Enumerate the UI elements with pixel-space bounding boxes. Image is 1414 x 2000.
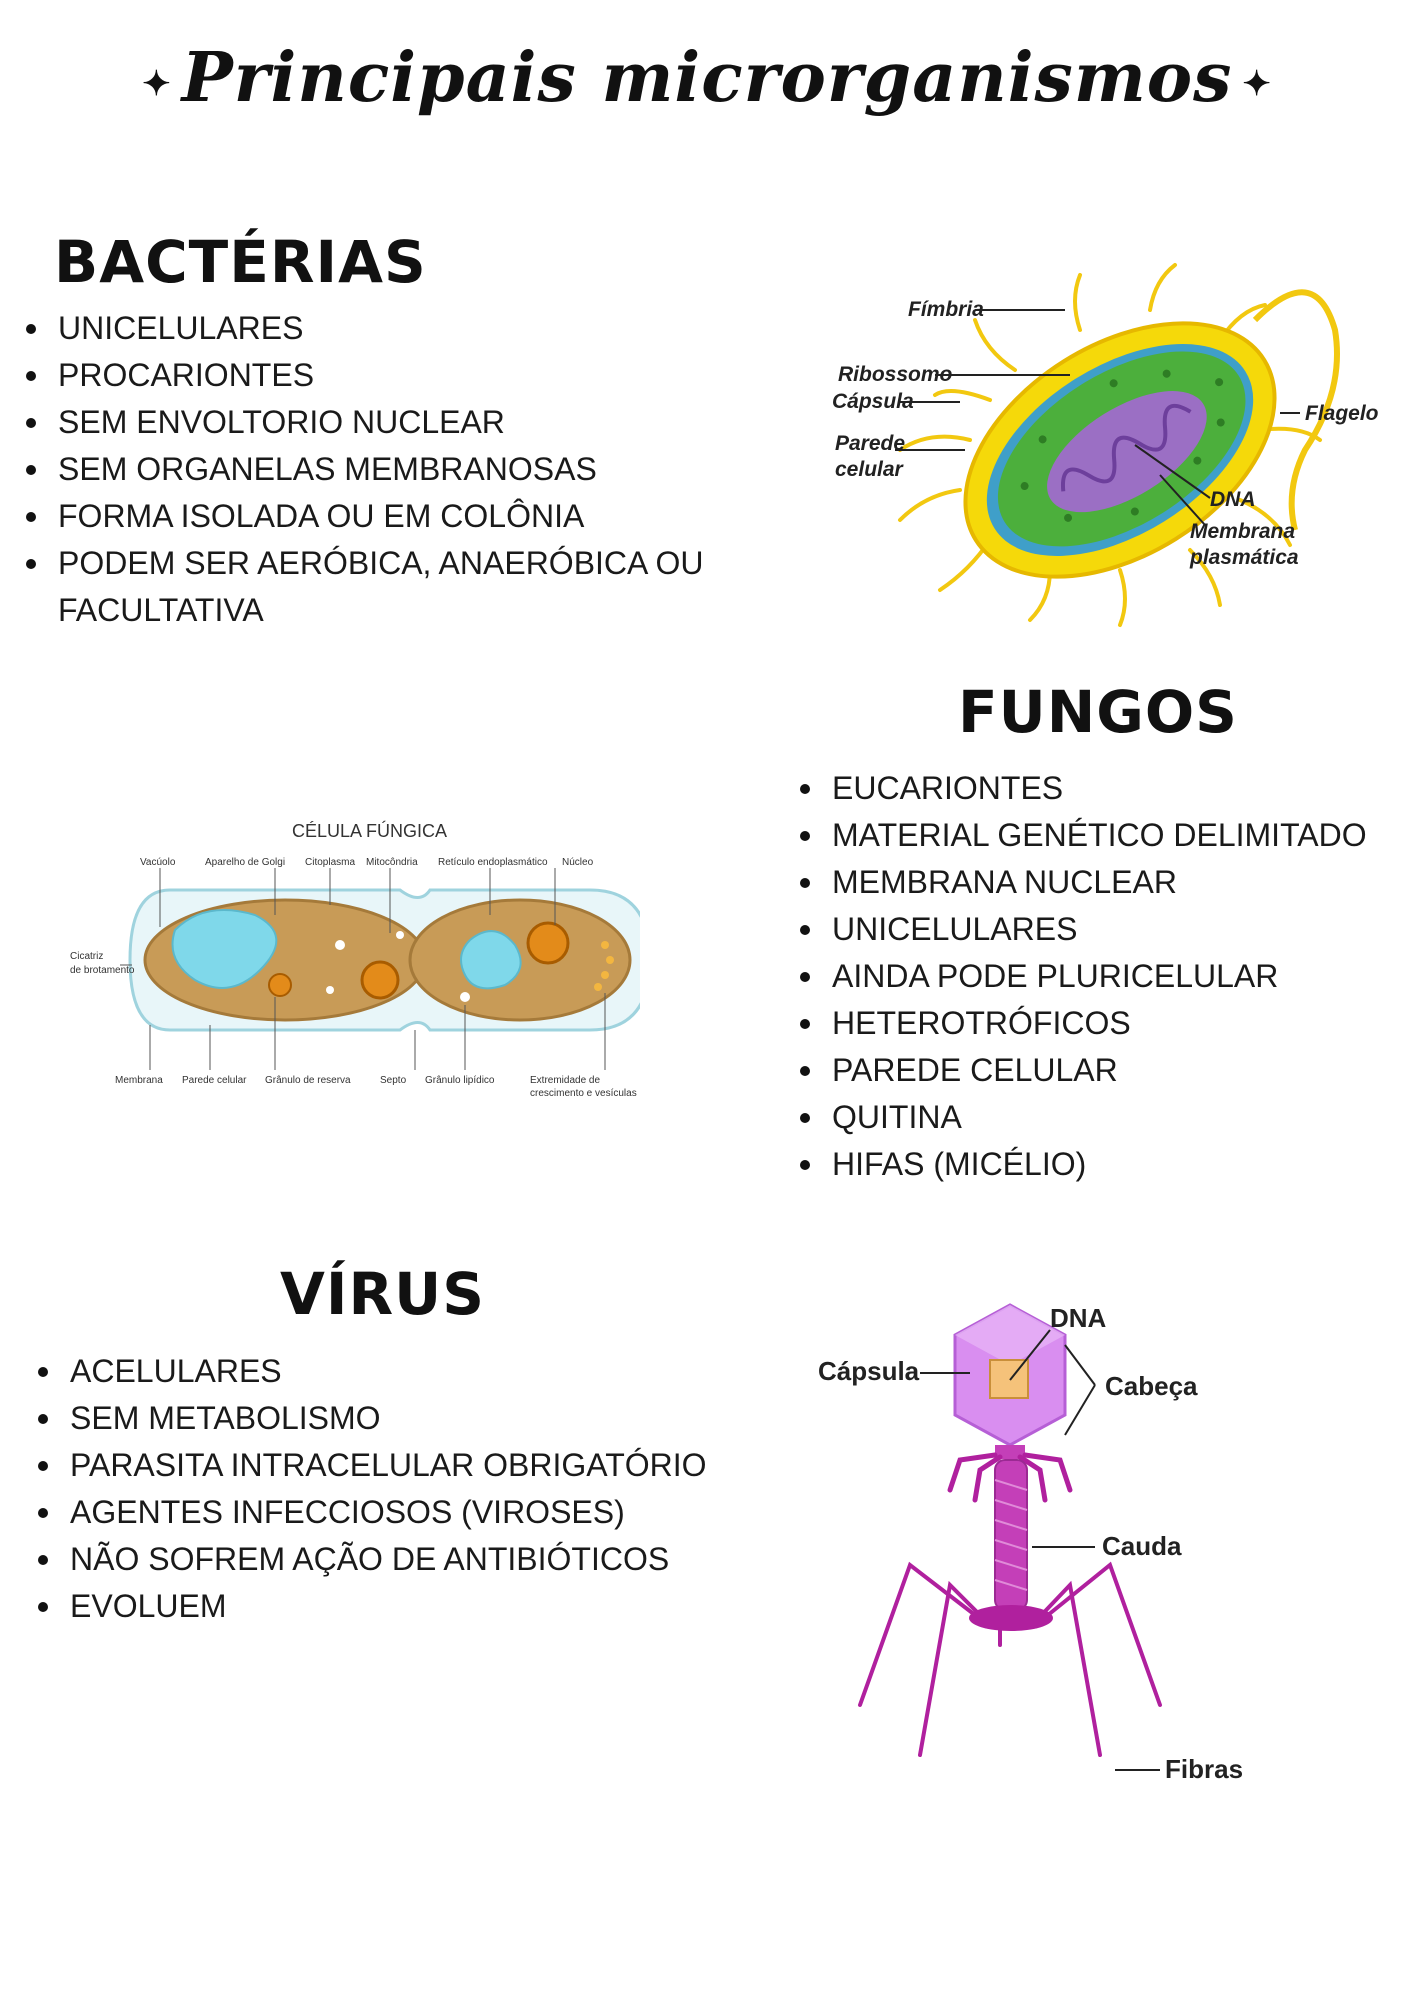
list-item: SEM METABOLISMO <box>36 1395 756 1442</box>
label-septo: Septo <box>380 1075 407 1086</box>
sparkle-icon: ✦ <box>1242 63 1272 104</box>
list-item: HIFAS (MICÉLIO) <box>798 1141 1398 1188</box>
label-ribossomo: Ribossomo <box>838 363 953 386</box>
label-cabeca: Cabeça <box>1105 1371 1198 1401</box>
label-celula-fungica: CÉLULA FÚNGICA <box>292 820 447 841</box>
fungos-list: EUCARIONTES MATERIAL GENÉTICO DELIMITADO… <box>798 765 1398 1188</box>
label-dna: DNA <box>1050 1303 1107 1333</box>
label-extremidade: Extremidade de <box>530 1075 600 1086</box>
list-item: QUITINA <box>798 1094 1398 1141</box>
virus-tail-fibers <box>858 1561 1162 1757</box>
label-citoplasma: Citoplasma <box>305 857 355 868</box>
list-item: PARASITA INTRACELULAR OBRIGATÓRIO <box>36 1442 756 1489</box>
label-membrana: Membrana <box>115 1075 163 1086</box>
virus-collar <box>995 1445 1025 1459</box>
list-item: AGENTES INFECCIOSOS (VIROSES) <box>36 1489 756 1536</box>
list-item: PAREDE CELULAR <box>798 1047 1398 1094</box>
list-item: HETEROTRÓFICOS <box>798 1000 1398 1047</box>
list-item: EVOLUEM <box>36 1583 756 1630</box>
label-brotamento: de brotamento <box>70 965 135 976</box>
fungal-cell-diagram: CÉLULA FÚNGICA Vacúolo Aparelho de Golgi… <box>70 820 640 1099</box>
sparkle-icon: ✦ <box>142 63 172 104</box>
bacteria-ribosomes <box>1020 369 1225 522</box>
fungal-vacuole <box>460 930 522 990</box>
bacteria-dna <box>1047 391 1207 513</box>
list-item: NÃO SOFREM AÇÃO DE ANTIBIÓTICOS <box>36 1536 756 1583</box>
virus-heading: VÍRUS <box>280 1260 485 1328</box>
label-reticulo: Retículo endoplasmático <box>438 857 548 868</box>
bacterias-heading: BACTÉRIAS <box>54 228 427 296</box>
list-item: MATERIAL GENÉTICO DELIMITADO <box>798 812 1398 859</box>
page-title-text: Principais microrganismos <box>181 38 1233 118</box>
virus-upper-legs <box>947 1452 1073 1503</box>
fungal-nucleus <box>526 921 570 965</box>
bacteria-diagram: Fímbria Ribossomo Cápsula Parede celular… <box>832 263 1379 627</box>
page-title: ✦Principais microrganismos✦ <box>0 38 1414 118</box>
fungal-lipid-granules <box>326 931 470 1002</box>
list-item: EUCARIONTES <box>798 765 1398 812</box>
label-granulo-lipidico: Grânulo lipídico <box>425 1075 495 1086</box>
label-parede-celular: Parede celular <box>182 1075 247 1086</box>
label-cauda: Cauda <box>1102 1531 1182 1561</box>
list-item: MEMBRANA NUCLEAR <box>798 859 1398 906</box>
label-dna: DNA <box>1210 488 1256 511</box>
fungos-heading: FUNGOS <box>958 678 1238 746</box>
label-capsula: Cápsula <box>832 390 914 413</box>
label-parede: Parede <box>835 432 905 455</box>
label-granulo-reserva: Grânulo de reserva <box>265 1075 351 1086</box>
virus-diagram: Cápsula DNA Cabeça Cauda Fibras <box>818 1303 1243 1784</box>
label-capsula: Cápsula <box>818 1356 920 1386</box>
fungal-nucleus <box>360 960 400 1000</box>
label-vacuolo: Vacúolo <box>140 857 176 868</box>
label-cicatriz: Cicatriz <box>70 951 103 962</box>
list-item: UNICELULARES <box>24 305 744 352</box>
fungal-vacuole <box>171 909 278 989</box>
list-item: UNICELULARES <box>798 906 1398 953</box>
list-item: PROCARIONTES <box>24 352 744 399</box>
bacteria-flagellum <box>1252 289 1340 531</box>
list-item: FORMA ISOLADA OU EM COLÔNIA <box>24 493 744 540</box>
label-nucleo: Núcleo <box>562 857 594 868</box>
fungal-granule <box>268 973 292 997</box>
label-golgi: Aparelho de Golgi <box>205 857 285 868</box>
label-fimbria: Fímbria <box>908 298 984 321</box>
list-item: PODEM SER AERÓBICA, ANAERÓBICA OU FACULT… <box>24 540 744 634</box>
label-membrana: Membrana <box>1190 520 1295 543</box>
list-item: SEM ENVOLTORIO NUCLEAR <box>24 399 744 446</box>
list-item: ACELULARES <box>36 1348 756 1395</box>
bacterias-list: UNICELULARES PROCARIONTES SEM ENVOLTORIO… <box>24 305 744 634</box>
label-crescimento: crescimento e vesículas <box>530 1088 637 1099</box>
label-mitocondria: Mitocôndria <box>366 857 418 868</box>
label-flagelo: Flagelo <box>1305 402 1379 425</box>
label-celular: celular <box>835 458 905 481</box>
fungal-vesicles <box>594 941 614 991</box>
virus-list: ACELULARES SEM METABOLISMO PARASITA INTR… <box>36 1348 756 1630</box>
list-item: AINDA PODE PLURICELULAR <box>798 953 1398 1000</box>
label-fibras: Fibras <box>1165 1754 1243 1784</box>
list-item: SEM ORGANELAS MEMBRANOSAS <box>24 446 744 493</box>
label-plasmatica: plasmática <box>1189 546 1299 569</box>
